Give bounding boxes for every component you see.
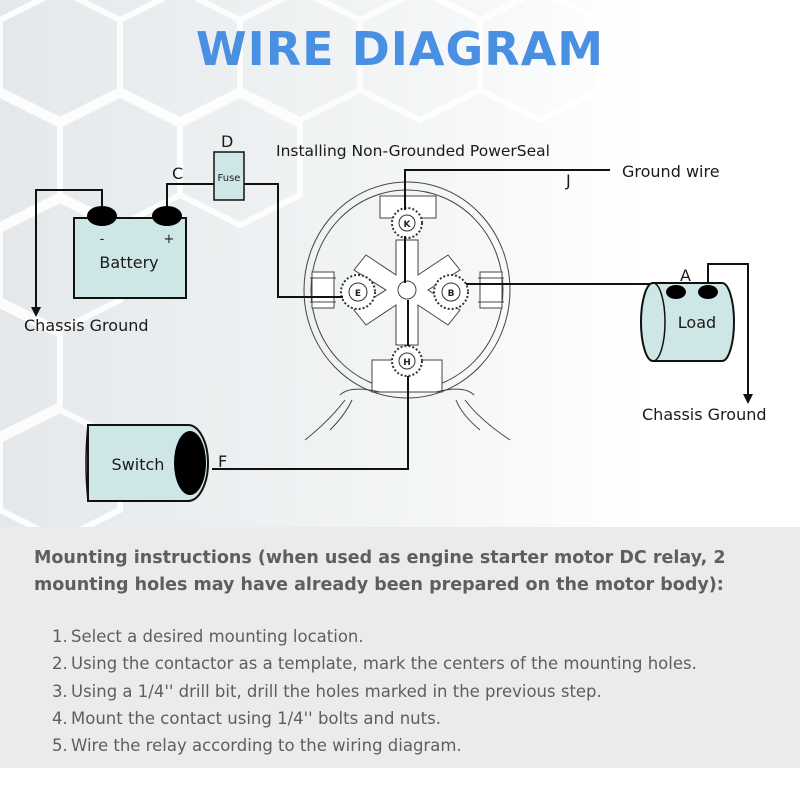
battery-negative-label: - [100,232,105,247]
terminal-h [391,345,423,377]
step-number: 2. [52,654,68,674]
step-text: Mount the contact using 1/4'' bolts and … [71,708,441,728]
step-number: 4. [52,708,68,728]
step-text: Using a 1/4'' drill bit, drill the holes… [71,681,602,701]
step-text: Wire the relay according to the wiring d… [71,736,462,756]
point-j-label: J [566,171,571,190]
instructions-panel [0,527,800,800]
step-text: Using the contactor as a template, mark … [71,654,697,674]
switch-label: Switch [112,455,165,474]
ground-wire-label: Ground wire [622,162,720,181]
instructions-heading: Mounting instructions (when used as engi… [34,548,726,595]
instruction-step: 4.Mount the contact using 1/4'' bolts an… [52,705,697,732]
battery-positive-label: + [164,232,175,247]
instruction-step: 1.Select a desired mounting location. [52,623,697,650]
switch [85,424,209,502]
ground-arrows [31,307,753,404]
instructions-list: 1.Select a desired mounting location. 2.… [52,623,697,759]
battery [73,206,187,299]
wires [35,169,749,470]
step-number: 1. [52,627,68,646]
terminal-b-label: B [448,289,455,299]
chassis-ground-right-label: Chassis Ground [642,405,767,424]
load-label: Load [678,313,716,332]
fuse-label: Fuse [218,173,241,184]
instruction-step: 3.Using a 1/4'' drill bit, drill the hol… [52,678,697,705]
step-text: Select a desired mounting location. [71,627,364,646]
instruction-step: 5.Wire the relay according to the wiring… [52,732,697,759]
terminal-e [340,274,376,310]
fuse [213,151,245,201]
terminal-b [433,274,469,310]
contactor-relay [303,181,511,441]
instruction-step: 2.Using the contactor as a template, mar… [52,650,697,677]
point-a-label: A [680,266,691,285]
load [640,282,735,362]
chassis-ground-left-label: Chassis Ground [24,316,149,335]
bottom-strip [0,768,800,800]
point-f-label: F [218,452,228,471]
page-title: WIRE DIAGRAM [195,22,605,76]
diagram-caption: Installing Non-Grounded PowerSeal [276,142,550,160]
point-c-label: C [172,164,184,183]
terminal-k-label: K [404,220,412,230]
point-d-label: D [221,132,234,151]
terminal-h-label: H [403,358,411,368]
terminal-k [391,207,423,239]
terminal-e-label: E [355,289,361,299]
step-number: 5. [52,736,68,756]
battery-label: Battery [99,253,158,272]
step-number: 3. [52,681,68,701]
